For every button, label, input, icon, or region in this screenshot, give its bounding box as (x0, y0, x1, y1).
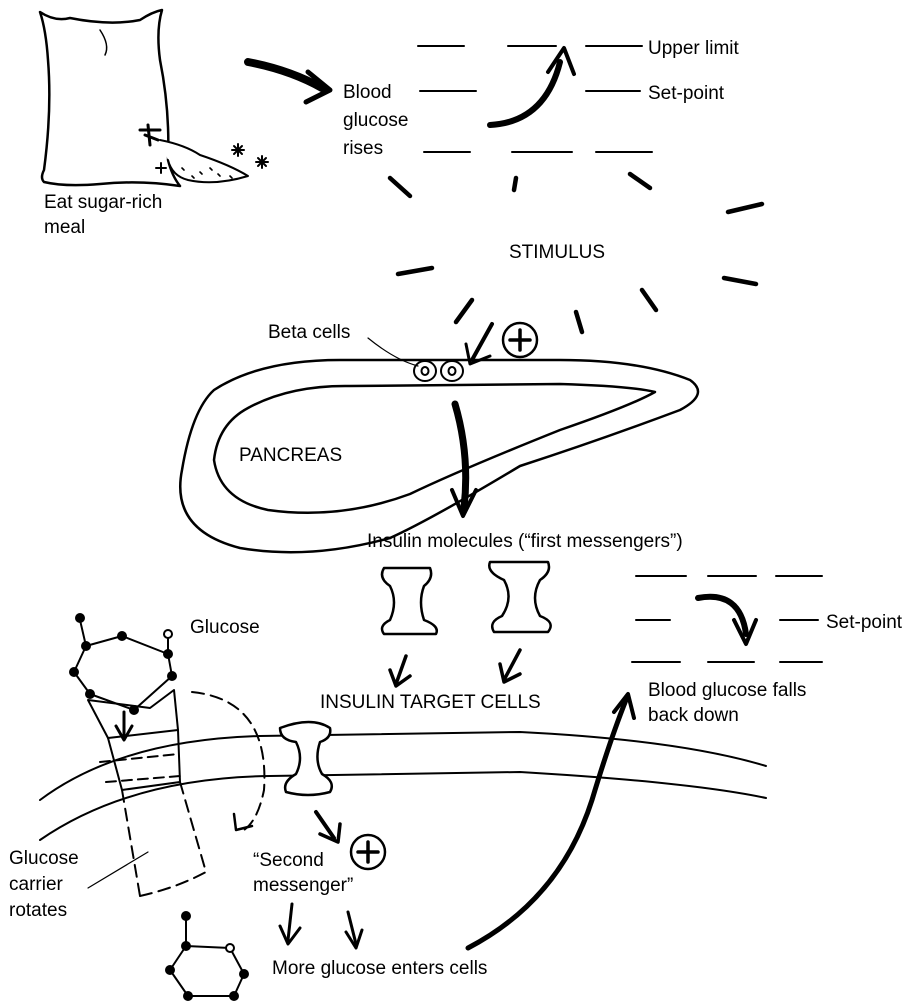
glucose-molecule-bottom (165, 911, 249, 1001)
label-insulin-target-cells: INSULIN TARGET CELLS (320, 692, 541, 713)
glucose-level-lines-top (417, 45, 653, 153)
label-pancreas: PANCREAS (239, 445, 343, 466)
insulin-molecule-shapes (380, 560, 552, 636)
label-insulin-molecules: Insulin molecules (“first messengers”) (367, 531, 683, 552)
label-blood-glucose-rises: Blood glucose rises (343, 82, 409, 159)
label-upper-limit: Upper limit (648, 38, 739, 59)
label-blood-glucose-falls: Blood glucose falls back down (648, 680, 807, 726)
label-beta-cells: Beta cells (268, 322, 351, 343)
rise-arrow (487, 59, 563, 128)
sugar-bag-icon (38, 8, 269, 188)
receptor-insulin-shape (278, 720, 333, 797)
label-stimulus: STIMULUS (509, 242, 606, 263)
meal-arrow (244, 58, 326, 92)
pancreas-shape (179, 358, 700, 554)
fall-arrow (695, 593, 749, 637)
glucose-carrier-icon (87, 689, 266, 897)
insulin-to-target-arrows (388, 648, 522, 688)
beta-cells-icon (413, 360, 464, 382)
cell-membrane (39, 731, 767, 841)
label-set-point-top: Set-point (648, 83, 725, 104)
label-eat-meal: Eat sugar-rich meal (44, 192, 163, 238)
label-set-point-right: Set-point (826, 612, 903, 633)
label-second-messenger: “Second messenger” (253, 850, 354, 896)
plus-circle-bottom (349, 833, 387, 871)
stimulus-burst (387, 171, 765, 335)
label-glucose-carrier: Glucose carrier rotates (9, 848, 79, 921)
feedback-arrow (465, 697, 629, 951)
insulin-release-arrow (451, 400, 470, 512)
label-more-glucose: More glucose enters cells (272, 958, 488, 979)
label-glucose: Glucose (190, 617, 260, 638)
glucose-level-lines-right (631, 575, 823, 663)
glucose-molecule-top (69, 613, 177, 715)
plus-circle-top (501, 321, 539, 359)
